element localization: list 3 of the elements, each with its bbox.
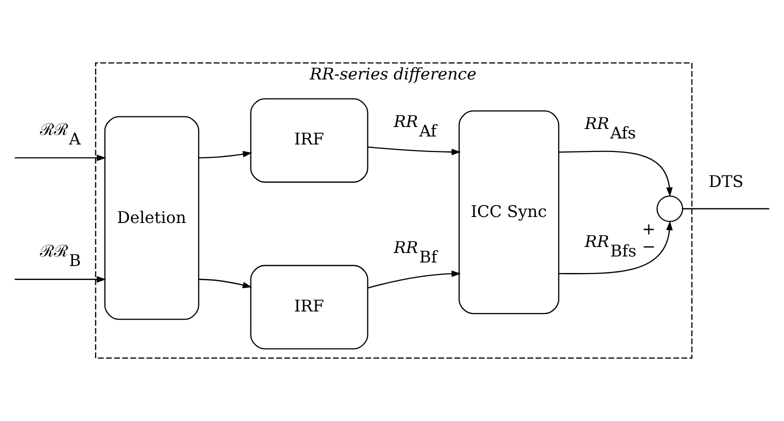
edge-label: DTS	[708, 172, 744, 191]
node-label: +	[642, 219, 656, 238]
node-label: −	[642, 236, 656, 256]
